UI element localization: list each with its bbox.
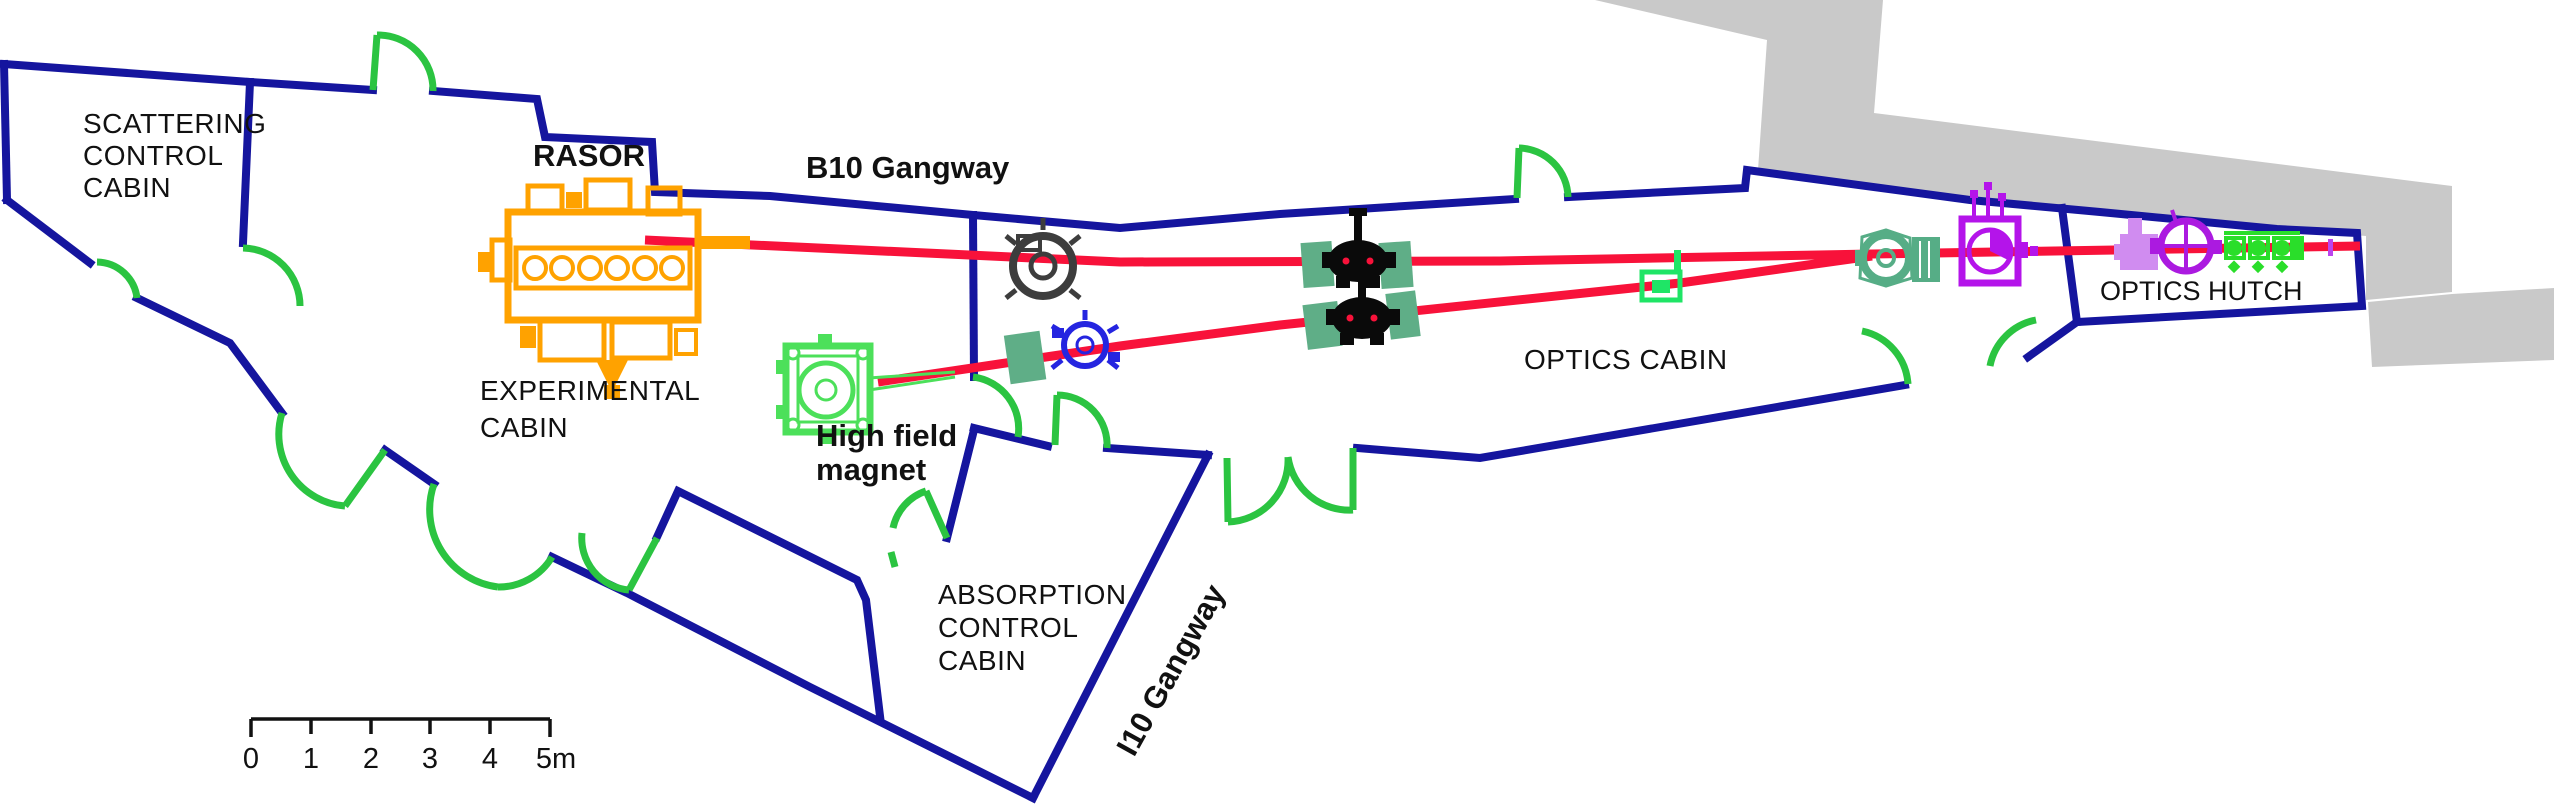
i10-valve bbox=[1639, 269, 1683, 303]
experimental-cabin-west-wall bbox=[131, 292, 288, 419]
door-top-optics bbox=[1513, 144, 1572, 199]
b10-beam bbox=[644, 235, 2361, 267]
door-scattering-southwest bbox=[96, 258, 141, 299]
b10-valve bbox=[1674, 250, 1681, 272]
experimental-cabin-label-line1: EXPERIMENTAL bbox=[480, 375, 700, 406]
beam-marker bbox=[2328, 239, 2333, 256]
absorption-cabin-label-line1: ABSORPTION bbox=[938, 579, 1127, 610]
b10-gangway-label: B10 Gangway bbox=[806, 150, 1010, 185]
absorption-cabin-right-wall bbox=[1027, 449, 1214, 804]
monochromator-upper bbox=[1322, 208, 1396, 288]
round-chamber bbox=[2150, 209, 2222, 275]
optics-cabin-label: OPTICS CABIN bbox=[1524, 344, 1728, 375]
door-top-experimental bbox=[369, 31, 437, 92]
scale-tick-5m: 5m bbox=[536, 743, 576, 775]
beamline-train bbox=[2224, 231, 2304, 274]
scattering-cabin-bottom-wall bbox=[1, 194, 96, 269]
labels: SCATTERING CONTROL CABIN EXPERIMENTAL CA… bbox=[83, 108, 2303, 761]
experimental-cabin-bottom-wall-2 bbox=[546, 551, 1039, 804]
rasor-label: RASOR bbox=[533, 138, 645, 173]
cabin-divider-wall bbox=[968, 210, 979, 382]
rasor-diffractometer bbox=[478, 177, 750, 399]
scattering-cabin-left-wall bbox=[0, 59, 12, 205]
door-vestibule-east bbox=[889, 487, 951, 540]
scattering-cabin-label-line1: SCATTERING bbox=[83, 108, 266, 139]
door-i10-gangway-double bbox=[1223, 448, 1357, 526]
door-optics-to-absorption bbox=[1051, 391, 1111, 449]
absorption-cabin-label-line2: CONTROL bbox=[938, 612, 1078, 643]
door-scattering-southeast bbox=[242, 244, 304, 307]
optics-bottom-wall-4 bbox=[2022, 316, 2083, 363]
vestibule-east-wall bbox=[942, 425, 979, 543]
door-divider bbox=[972, 373, 1023, 438]
optics-hutch-label: OPTICS HUTCH bbox=[2100, 276, 2303, 306]
door-optics-southeast-2 bbox=[1986, 316, 2037, 367]
optics-bottom-wall-3 bbox=[1352, 380, 1910, 463]
door-experimental-south-2 bbox=[426, 482, 555, 591]
experimental-cabin-bottom-wall-1 bbox=[379, 444, 440, 490]
doors bbox=[96, 31, 2037, 594]
scattering-cabin-label-line3: CABIN bbox=[83, 172, 171, 203]
beamlines bbox=[644, 235, 2361, 387]
high-field-magnet-instrument bbox=[776, 334, 956, 444]
outer-top-wall bbox=[0, 59, 378, 95]
high-field-magnet-label-line1: High field bbox=[816, 418, 957, 453]
shielding-block-1 bbox=[1003, 330, 1047, 385]
scattering-cabin-label-line2: CONTROL bbox=[83, 140, 223, 171]
shielding-block-5 bbox=[1385, 290, 1421, 340]
absorption-cabin-label-line3: CABIN bbox=[938, 645, 1026, 676]
optics-hutch-divider-wall bbox=[2057, 203, 2082, 327]
scale-tick-1: 1 bbox=[303, 743, 319, 775]
monochromator-lower bbox=[1326, 265, 1400, 345]
door-absorption-west-mark bbox=[887, 551, 899, 568]
outer-top-wall-2 bbox=[428, 86, 1520, 233]
scale-bar: 0 1 2 3 4 5m bbox=[243, 717, 576, 775]
shield-wall-lower-block bbox=[2368, 288, 2554, 367]
optics-bottom-wall-1 bbox=[969, 423, 1053, 451]
optics-top-wall bbox=[1563, 165, 2367, 327]
scale-tick-0: 0 bbox=[243, 743, 259, 775]
scale-tick-3: 3 bbox=[422, 743, 438, 775]
frontend-assembly bbox=[1855, 228, 1940, 288]
optics-bottom-wall-2 bbox=[1102, 443, 1213, 460]
high-field-magnet-label-line2: magnet bbox=[816, 452, 926, 487]
scattering-cabin-right-wall bbox=[238, 77, 255, 248]
scale-tick-2: 2 bbox=[363, 743, 379, 775]
door-experimental-south-1 bbox=[275, 411, 388, 510]
magenta-chamber bbox=[1958, 182, 2038, 287]
door-optics-southeast-1 bbox=[1861, 327, 1912, 385]
scale-tick-4: 4 bbox=[482, 743, 498, 775]
vestibule-wall bbox=[651, 485, 885, 721]
grey-scattering-chamber bbox=[1004, 218, 1082, 300]
door-vestibule-west bbox=[578, 532, 661, 594]
walls bbox=[0, 59, 2367, 804]
experimental-cabin-label-line2: CABIN bbox=[480, 412, 568, 443]
blue-chamber bbox=[1050, 310, 1120, 370]
